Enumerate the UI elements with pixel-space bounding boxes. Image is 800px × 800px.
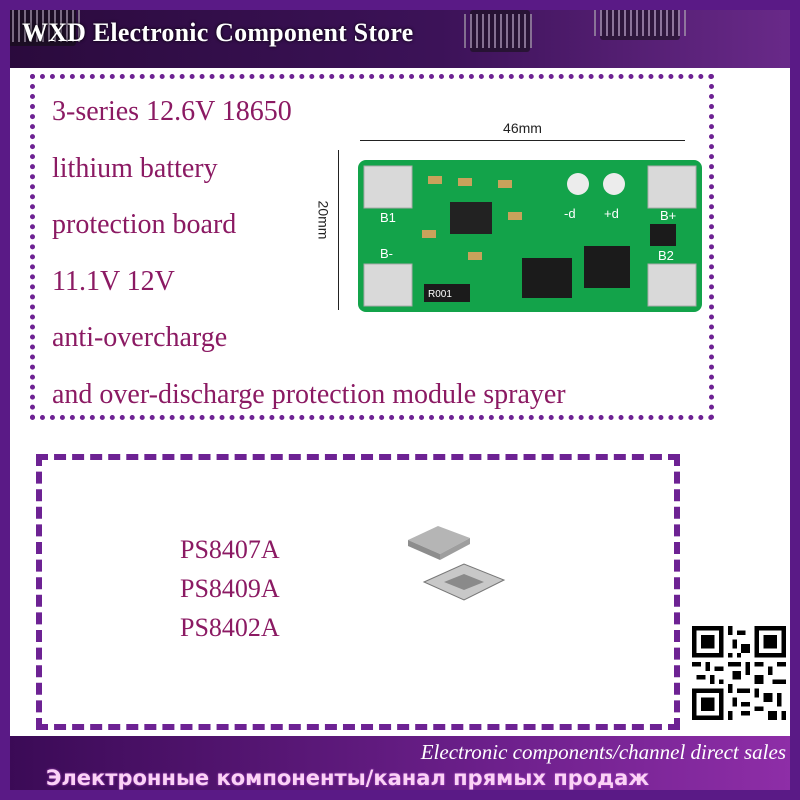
smd-part xyxy=(458,178,472,186)
chip-models: PS8407A PS8409A PS8402A xyxy=(180,530,280,647)
smd-part xyxy=(468,252,482,260)
label-b1: B1 xyxy=(380,210,396,225)
description-line: 3-series 12.6V 18650 xyxy=(52,96,292,127)
smd-part xyxy=(498,180,512,188)
smd-part xyxy=(422,230,436,238)
label-plus-d: +d xyxy=(604,206,619,221)
label-resistor: R001 xyxy=(428,289,452,300)
pad-b2 xyxy=(647,263,697,307)
pad-b1 xyxy=(363,165,413,209)
label-bminus: B- xyxy=(380,246,393,261)
pcb-board-image: B1 B- -d +d B+ B2 R001 xyxy=(358,160,702,312)
pad-plus-d xyxy=(603,173,625,195)
description-line: lithium battery xyxy=(52,152,218,184)
product-description: 3-series 12.6V 18650 lithium battery pro… xyxy=(52,84,566,423)
chip-decoration xyxy=(594,4,686,40)
chip-model: PS8407A xyxy=(180,535,280,564)
width-label: 46mm xyxy=(503,120,542,136)
store-header: WXD Electronic Component Store xyxy=(0,0,800,68)
description-line: protection board xyxy=(52,209,237,240)
description-line: 11.1V 12V xyxy=(52,265,175,297)
qr-code xyxy=(692,626,786,720)
smd-part xyxy=(508,212,522,220)
ic-controller xyxy=(450,202,492,234)
height-line xyxy=(338,150,339,310)
footer-russian-text: Электронные компоненты/канал прямых прод… xyxy=(46,766,650,790)
chip-models-box xyxy=(36,454,680,730)
chip-model: PS8402A xyxy=(180,613,280,642)
footer-banner xyxy=(0,736,800,800)
pad-bminus xyxy=(363,263,413,307)
footer-english-text: Electronic components/channel direct sal… xyxy=(420,740,786,764)
mosfet-1 xyxy=(522,258,572,298)
chip-decoration xyxy=(464,10,536,52)
pad-minus-d xyxy=(567,173,589,195)
chip-side xyxy=(440,538,470,560)
smd-part xyxy=(428,176,442,184)
resistor xyxy=(424,284,470,302)
mosfet-2 xyxy=(584,246,630,288)
chip-decoration xyxy=(0,6,82,46)
width-line xyxy=(360,140,685,141)
pad-bplus xyxy=(647,165,697,209)
qr-modules xyxy=(692,626,786,720)
chip-side xyxy=(408,540,440,560)
description-line: and over-discharge protection module spr… xyxy=(52,378,566,410)
height-label: 20mm xyxy=(315,200,332,240)
label-b2: B2 xyxy=(658,248,674,263)
chip-model: PS8409A xyxy=(180,574,280,603)
qfn-chip-image xyxy=(408,526,506,601)
chip-top xyxy=(408,526,470,554)
height-dimension: 20mm xyxy=(306,150,346,310)
description-line: anti-overcharge xyxy=(52,322,228,353)
product-info-box xyxy=(30,74,714,420)
diode xyxy=(650,224,676,246)
label-minus-d: -d xyxy=(564,206,576,221)
chip-thermal-pad xyxy=(444,574,484,590)
store-title: WXD Electronic Component Store xyxy=(22,18,414,47)
label-bplus: B+ xyxy=(660,208,676,223)
